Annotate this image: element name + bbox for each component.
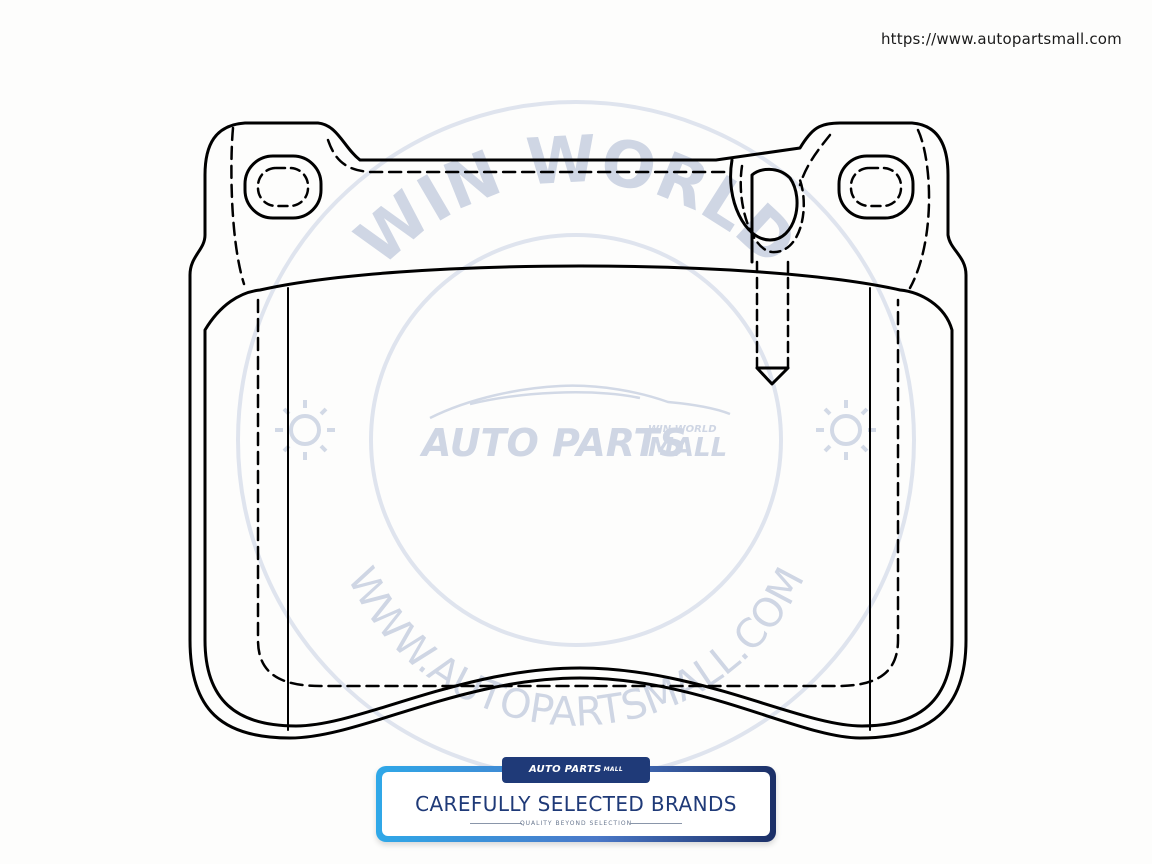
sun-icon <box>275 400 335 460</box>
car-silhouette-icon <box>429 384 731 420</box>
banner-logo-main: AUTO PARTS <box>528 764 602 775</box>
sun-icon <box>816 400 876 460</box>
brand-banner: CAREFULLY SELECTED BRANDS QUALITY BEYOND… <box>376 766 776 842</box>
banner-logo-sub: MALL <box>603 766 624 773</box>
banner-headline: CAREFULLY SELECTED BRANDS <box>415 792 737 816</box>
watermark-logo-main: AUTO PARTS <box>419 421 687 465</box>
watermark-logo-sub-small: WIN WORLD <box>648 424 717 435</box>
banner-tagline: QUALITY BEYOND SELECTION <box>519 820 633 827</box>
watermark-logo-sub: MALL <box>648 433 727 463</box>
website-url[interactable]: https://www.autopartsmall.com <box>880 30 1122 48</box>
tagline-divider-right <box>630 823 682 824</box>
tagline-divider-left <box>470 823 522 824</box>
